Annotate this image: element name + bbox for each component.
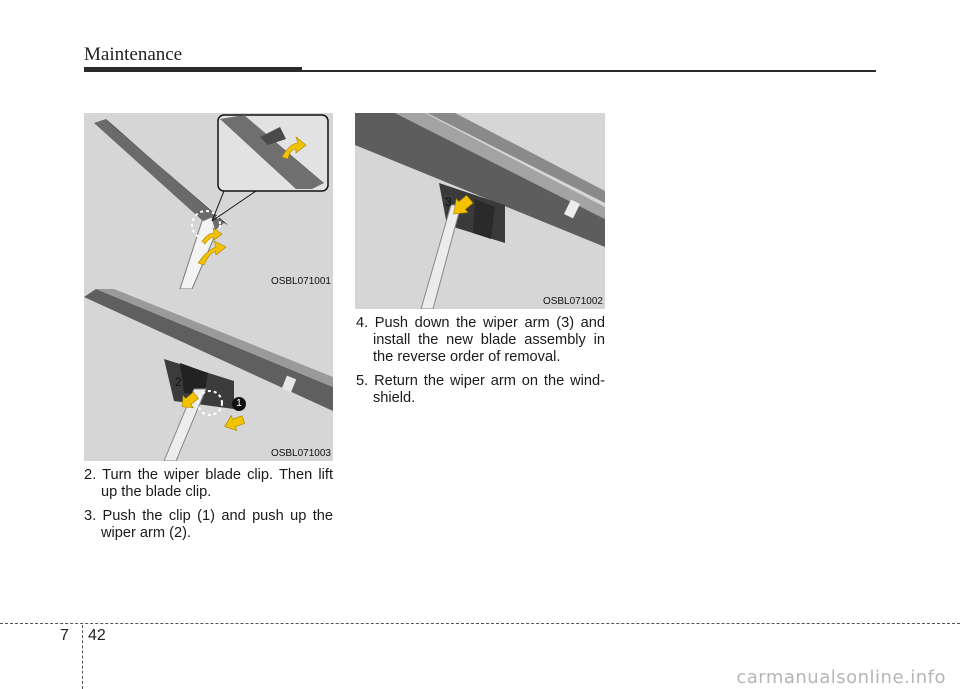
figure-push-down-arm: 3 OSBL071002 xyxy=(355,113,605,309)
clip-arm-illustration xyxy=(84,289,333,461)
header-rule-thick xyxy=(84,67,302,72)
footer-divider xyxy=(82,625,83,689)
callout-3: 3 xyxy=(445,195,452,209)
step-5-text: 5. Return the wiper arm on the wind- shi… xyxy=(356,373,605,406)
wiper-blade-illustration xyxy=(84,113,333,289)
figure-code: OSBL071001 xyxy=(270,276,331,287)
figure-code: OSBL071002 xyxy=(542,296,603,307)
step-4-text: 4. Push down the wiper arm (3) and insta… xyxy=(356,315,605,365)
header-rule-thin xyxy=(302,70,876,72)
step-2-text: 2. Turn the wiper blade clip. Then lift … xyxy=(84,467,333,500)
steps-left-column: 2. Turn the wiper blade clip. Then lift … xyxy=(84,467,333,549)
watermark: carmanualsonline.info xyxy=(736,667,946,688)
callout-2: 2 xyxy=(175,375,182,389)
figure-clip-and-arm: 2 1 OSBL071003 xyxy=(84,289,333,461)
footer-rule xyxy=(0,623,960,624)
step-3-text: 3. Push the clip (1) and push up the wip… xyxy=(84,508,333,541)
steps-right-column: 4. Push down the wiper arm (3) and insta… xyxy=(356,315,605,414)
push-down-arm-illustration xyxy=(355,113,605,309)
page-number: 42 xyxy=(88,627,106,644)
figure-wiper-blade-clip: OSBL071001 xyxy=(84,113,333,289)
callout-1-label: 1 xyxy=(236,398,242,409)
chapter-number: 7 xyxy=(60,627,69,644)
section-title: Maintenance xyxy=(84,44,183,65)
callout-1: 1 xyxy=(232,397,246,411)
figure-code: OSBL071003 xyxy=(270,448,331,459)
